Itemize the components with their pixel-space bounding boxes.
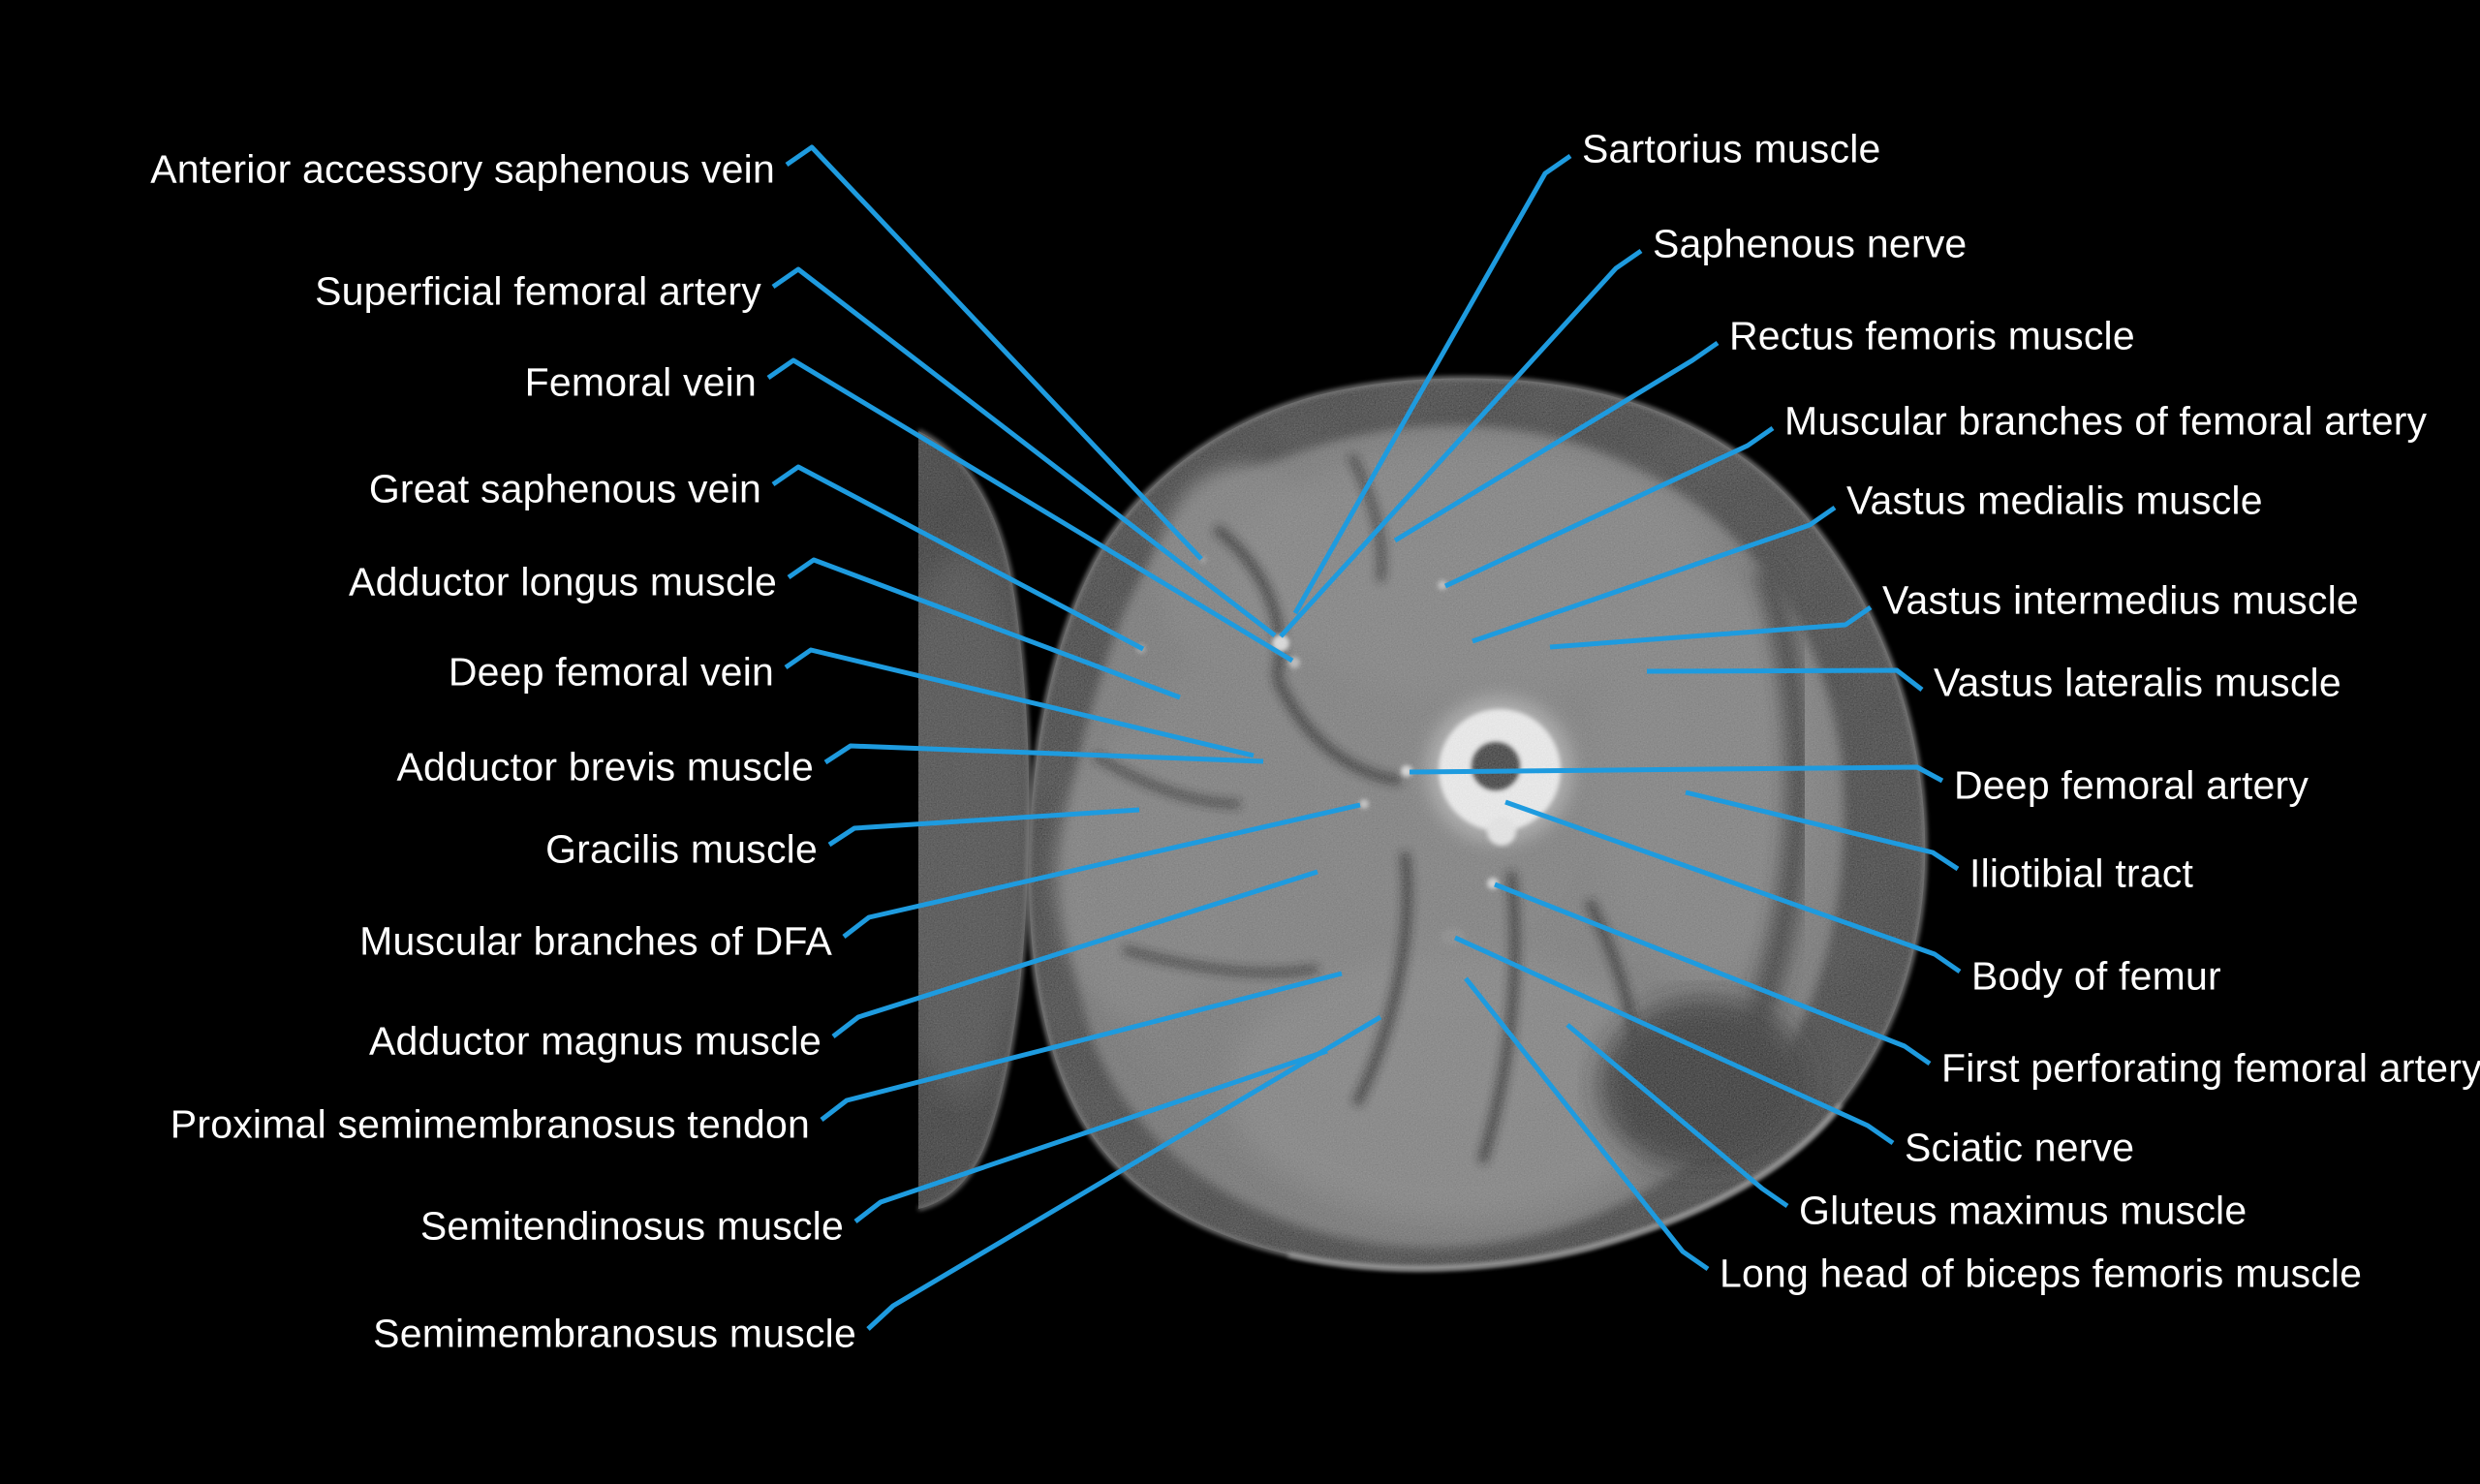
leader-line-first-perforating-femoral-artery [1494,881,1932,1067]
leader-line-semimembranosus-muscle [866,1014,1382,1331]
label-femoral-vein: Femoral vein [524,359,757,405]
label-body-of-femur: Body of femur [1971,953,2221,999]
label-deep-femoral-artery: Deep femoral artery [1954,762,2310,808]
label-sciatic-nerve: Sciatic nerve [1905,1125,2135,1170]
leader-line-proximal-semimembranosus-tendon [820,971,1343,1122]
label-first-perforating-femoral-artery: First perforating femoral artery [1941,1045,2480,1091]
leader-line-rectus-femoris-muscle [1393,340,1720,543]
leader-line-long-head-of-biceps-femoris-muscle [1464,976,1710,1272]
label-gracilis-muscle: Gracilis muscle [545,826,818,872]
label-sartorius-muscle: Sartorius muscle [1582,126,1881,171]
thigh-cross-section [1026,376,1928,1271]
leader-line-muscular-branches-of-dfa [842,802,1361,939]
leader-line-adductor-brevis-muscle [823,743,1264,765]
label-adductor-brevis-muscle: Adductor brevis muscle [396,744,814,789]
label-muscular-branches-of-femoral-artery: Muscular branches of femoral artery [1784,398,2428,444]
label-adductor-longus-muscle: Adductor longus muscle [349,559,777,604]
leader-line-muscular-branches-of-femoral-artery [1443,425,1775,589]
label-proximal-semimembranosus-tendon: Proximal semimembranosus tendon [170,1101,810,1147]
leader-line-body-of-femur [1504,799,1962,974]
label-deep-femoral-vein: Deep femoral vein [448,649,774,695]
leader-line-anterior-accessory-saphenous-vein [785,144,1203,561]
leader-lines [766,144,1962,1331]
leader-line-superficial-femoral-artery [771,266,1277,637]
leader-line-great-saphenous-vein [771,464,1145,652]
label-vastus-lateralis-muscle: Vastus lateralis muscle [1934,660,2341,705]
leader-line-sartorius-muscle [1292,153,1572,615]
leader-line-semitendinosus-muscle [853,1048,1328,1223]
leader-line-saphenous-nerve [1279,248,1643,638]
label-semitendinosus-muscle: Semitendinosus muscle [419,1203,844,1249]
leader-line-iliotibial-tract [1685,789,1960,872]
label-long-head-of-biceps-femoris-muscle: Long head of biceps femoris muscle [1720,1251,2363,1296]
leader-line-gracilis-muscle [827,807,1140,848]
leader-line-vastus-intermedius-muscle [1549,604,1873,650]
label-great-saphenous-vein: Great saphenous vein [368,466,761,511]
thigh-skin-edge-bright [1287,1102,1843,1271]
leader-line-deep-femoral-artery [1409,764,1944,784]
leader-line-deep-femoral-vein [784,647,1255,758]
label-superficial-femoral-artery: Superficial femoral artery [315,268,761,314]
label-adductor-magnus-muscle: Adductor magnus muscle [368,1018,822,1064]
label-vastus-intermedius-muscle: Vastus intermedius muscle [1882,577,2359,623]
label-muscular-branches-of-dfa: Muscular branches of DFA [359,918,832,964]
label-gluteus-maximus-muscle: Gluteus maximus muscle [1799,1188,2248,1233]
label-vastus-medialis-muscle: Vastus medialis muscle [1846,478,2263,523]
leader-line-femoral-vein [766,357,1294,664]
leader-line-adductor-magnus-muscle [831,869,1318,1038]
label-saphenous-nerve: Saphenous nerve [1653,221,1968,266]
label-semimembranosus-muscle: Semimembranosus muscle [373,1311,856,1356]
leader-line-vastus-lateralis-muscle [1646,667,1924,692]
label-iliotibial-tract: Iliotibial tract [1969,850,2194,896]
leader-line-sciatic-nerve [1453,935,1895,1146]
leader-line-vastus-medialis-muscle [1472,505,1837,644]
leader-line-adductor-longus-muscle [787,557,1181,700]
leader-line-gluteus-maximus-muscle [1566,1023,1789,1209]
label-anterior-accessory-saphenous-vein: Anterior accessory saphenous vein [150,146,775,192]
label-rectus-femoris-muscle: Rectus femoris muscle [1729,313,2135,358]
